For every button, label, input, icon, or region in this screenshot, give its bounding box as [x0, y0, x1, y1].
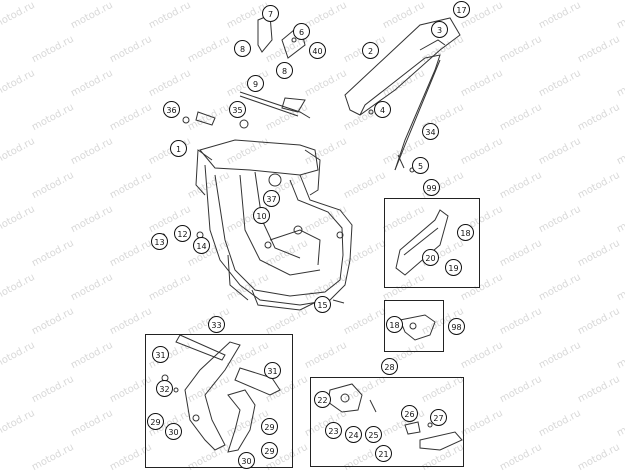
callout-26[interactable]: 26: [401, 405, 418, 422]
callout-17[interactable]: 17: [453, 1, 470, 18]
callout-7[interactable]: 7: [262, 5, 279, 22]
callout-15[interactable]: 15: [314, 296, 331, 313]
callout-18-skid[interactable]: 18: [457, 224, 474, 241]
callout-29-a[interactable]: 29: [147, 413, 164, 430]
callout-21[interactable]: 21: [375, 445, 392, 462]
callout-22[interactable]: 22: [314, 391, 331, 408]
callout-3[interactable]: 3: [431, 21, 448, 38]
callout-40[interactable]: 40: [309, 42, 326, 59]
callout-34[interactable]: 34: [422, 123, 439, 140]
callout-9[interactable]: 9: [247, 75, 264, 92]
callout-19[interactable]: 19: [445, 259, 462, 276]
callout-8-left[interactable]: 8: [234, 40, 251, 57]
subframe-drawing: [344, 17, 461, 171]
callout-1[interactable]: 1: [170, 140, 187, 157]
callout-2[interactable]: 2: [362, 42, 379, 59]
callout-4[interactable]: 4: [374, 101, 391, 118]
callout-31-a[interactable]: 31: [152, 346, 169, 363]
callout-8-right[interactable]: 8: [276, 62, 293, 79]
callout-33[interactable]: 33: [208, 316, 225, 333]
callout-98[interactable]: 98: [448, 318, 465, 335]
callout-28[interactable]: 28: [381, 358, 398, 375]
callout-10[interactable]: 10: [253, 207, 270, 224]
main-frame-drawing: [195, 139, 353, 311]
callout-23[interactable]: 23: [325, 422, 342, 439]
callout-29-c[interactable]: 29: [261, 442, 278, 459]
callout-27[interactable]: 27: [430, 409, 447, 426]
callout-13[interactable]: 13: [151, 233, 168, 250]
callout-99[interactable]: 99: [423, 179, 440, 196]
callout-32[interactable]: 32: [156, 380, 173, 397]
callout-31-b[interactable]: 31: [264, 362, 281, 379]
chain-guide-part-drawing: [399, 314, 436, 341]
small-parts-drawing: [160, 63, 415, 304]
callout-30-b[interactable]: 30: [238, 452, 255, 469]
callout-20[interactable]: 20: [422, 249, 439, 266]
chain-guide-assembly-box: [384, 300, 444, 352]
frame-protector-drawing: [161, 334, 281, 453]
footrest-kit-box: [310, 377, 464, 467]
callout-18-chain[interactable]: 18: [386, 316, 403, 333]
callout-24[interactable]: 24: [345, 426, 362, 443]
cable-guide-drawing: [182, 91, 311, 129]
callout-35[interactable]: 35: [229, 101, 246, 118]
callout-5[interactable]: 5: [412, 157, 429, 174]
callout-30-a[interactable]: 30: [165, 423, 182, 440]
callout-37[interactable]: 37: [263, 190, 280, 207]
callout-36[interactable]: 36: [163, 101, 180, 118]
callout-12[interactable]: 12: [174, 225, 191, 242]
callout-25[interactable]: 25: [365, 426, 382, 443]
callout-6[interactable]: 6: [293, 23, 310, 40]
callout-29-b[interactable]: 29: [261, 418, 278, 435]
callout-14[interactable]: 14: [193, 237, 210, 254]
skid-plate-assembly-box: [384, 198, 480, 288]
